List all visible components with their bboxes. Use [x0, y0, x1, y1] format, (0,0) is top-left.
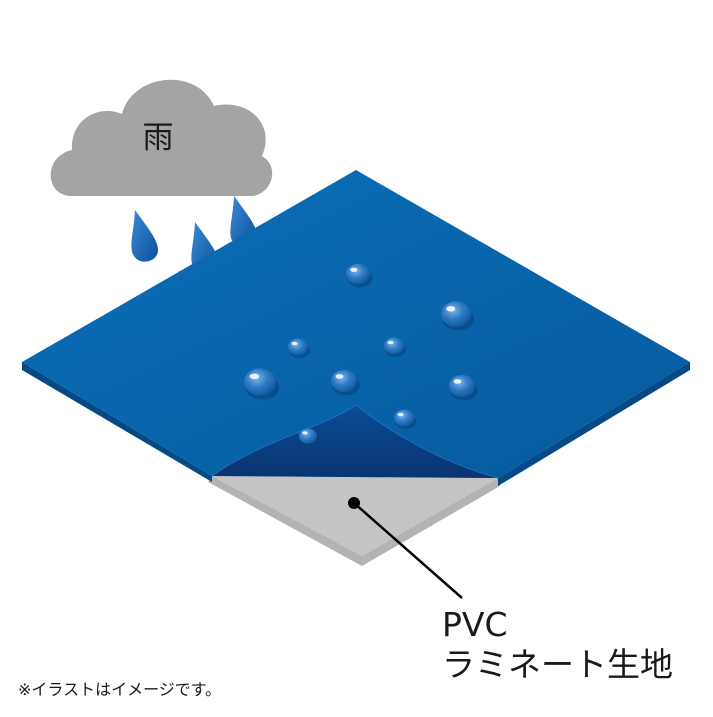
rain-label: 雨	[142, 120, 174, 156]
water-bead-icon	[346, 263, 373, 288]
material-label-line1: PVC	[442, 605, 508, 644]
water-bead-icon	[384, 337, 406, 357]
water-bead-icon	[394, 409, 416, 429]
disclaimer-note: ※イラストはイメージです。	[18, 680, 222, 699]
water-beads	[244, 263, 478, 446]
material-label-line2: ラミネート生地	[442, 645, 673, 684]
fabric-base	[208, 476, 500, 566]
leader-line	[348, 497, 463, 599]
water-bead-icon	[299, 428, 319, 446]
water-bead-icon	[331, 369, 360, 396]
cloud-icon	[50, 79, 273, 197]
water-bead-icon	[244, 368, 280, 400]
water-bead-icon	[288, 338, 310, 358]
water-bead-icon	[441, 301, 474, 331]
fabric-top	[22, 170, 690, 486]
raindrop-icon	[131, 210, 158, 262]
peeled-corner	[211, 404, 499, 479]
material-label: PVC ラミネート生地	[442, 605, 673, 685]
water-bead-icon	[449, 374, 478, 401]
